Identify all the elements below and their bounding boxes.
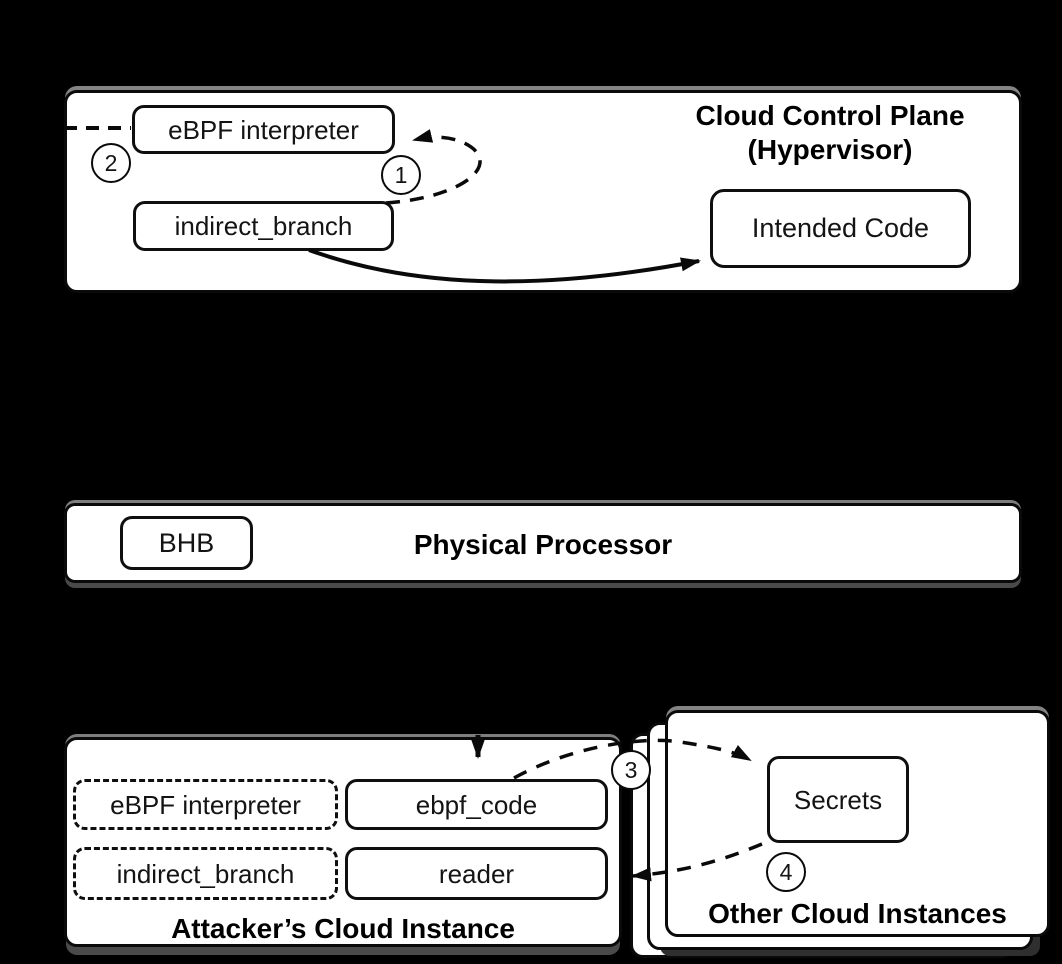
step-4-badge: 4 (766, 852, 806, 892)
step-1-badge: 1 (381, 155, 421, 195)
intended-code-node: Intended Code (710, 189, 971, 268)
control-plane-title-line1: Cloud Control Plane (695, 100, 965, 131)
hypervisor-ebpf-interpreter-node: eBPF interpreter (132, 105, 395, 154)
attacker-indirect-branch-node: indirect_branch (73, 847, 338, 900)
physical-processor-title: Physical Processor (413, 529, 673, 560)
hypervisor-indirect-branch-node: indirect_branch (133, 201, 394, 251)
attacker-reader-node: reader (345, 847, 608, 900)
secrets-node: Secrets (767, 756, 909, 843)
cloud-control-plane-panel: Cloud Control Plane (Hypervisor) eBPF in… (64, 90, 1022, 293)
attacker-ebpf-code-node: ebpf_code (345, 779, 608, 830)
step-2-badge: 2 (91, 143, 131, 183)
other-instances-card-front: Secrets 4 Other Cloud Instances (665, 710, 1050, 937)
other-instances-title: Other Cloud Instances (708, 898, 1007, 929)
control-plane-title-line2: (Hypervisor) (747, 134, 913, 165)
bhb-node: BHB (120, 516, 253, 570)
step-3-badge: 3 (611, 750, 651, 790)
physical-processor-panel: Physical Processor BHB (64, 503, 1022, 583)
attacker-instance-panel: eBPF interpreter ebpf_code indirect_bran… (64, 737, 622, 947)
attacker-ebpf-interpreter-node: eBPF interpreter (73, 779, 338, 830)
attacker-instance-title: Attacker’s Cloud Instance (171, 913, 515, 944)
